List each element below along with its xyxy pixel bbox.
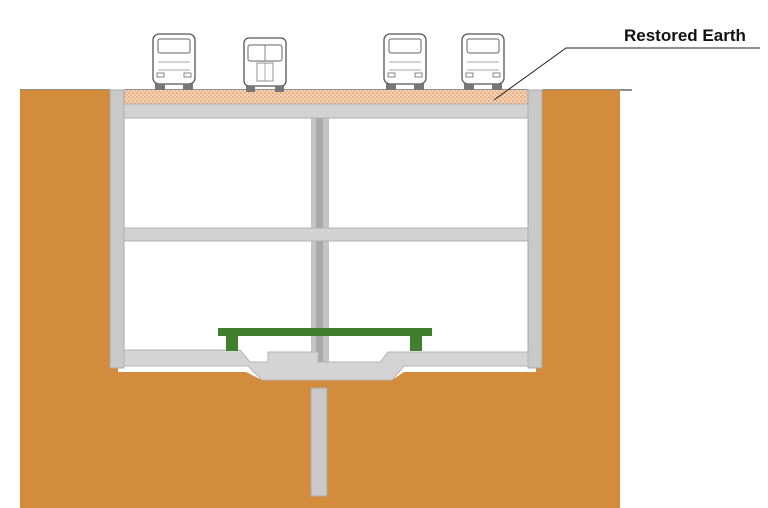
- steel-deck-left-support: [226, 336, 238, 351]
- roof-slab: [123, 103, 529, 119]
- right-diaphragm-wall: [527, 89, 543, 369]
- bus-front-icon: [243, 37, 287, 92]
- base-slab: [123, 349, 529, 381]
- foundation-pile: [310, 387, 328, 497]
- steel-deck-right-support: [410, 336, 422, 351]
- bus-rear-icon: [152, 33, 196, 90]
- restored-earth-label: Restored Earth: [624, 26, 746, 45]
- restored-earth-layer: [110, 90, 540, 104]
- bus-rear-icon: [383, 33, 427, 90]
- bus-rear-icon: [461, 33, 505, 90]
- intermediate-slab: [123, 227, 529, 242]
- label-leader-line: [493, 47, 760, 101]
- steel-deck-beam: [218, 328, 432, 336]
- left-diaphragm-wall: [109, 89, 125, 369]
